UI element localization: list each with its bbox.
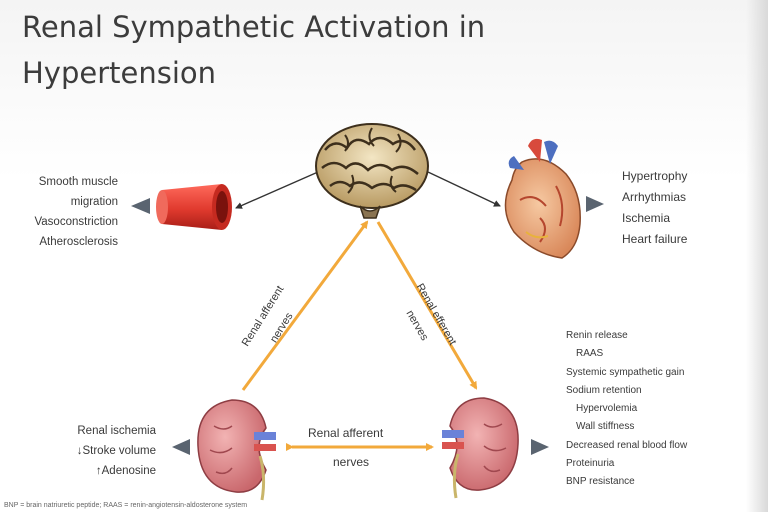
vessel-effects-list: Smooth muscle migration Vasoconstriction… bbox=[0, 172, 118, 252]
left-kidney-effects-list: Renal ischemia ↓Stroke volume ↑Adenosine bbox=[38, 421, 156, 481]
bottom-arrow-label-line-1: Renal afferent bbox=[308, 426, 384, 440]
list-item: Arrhythmias bbox=[622, 190, 687, 204]
list-item: Sodium retention bbox=[566, 384, 642, 396]
brain-to-vessel-arrow bbox=[235, 171, 319, 209]
list-item: Systemic sympathetic gain bbox=[566, 366, 685, 378]
list-item: Proteinuria bbox=[566, 458, 615, 470]
left-kidney-icon bbox=[197, 399, 276, 501]
bottom-arrow-label-line-2: nerves bbox=[333, 455, 370, 469]
list-item: Heart failure bbox=[622, 232, 688, 246]
right-kidney-icon bbox=[442, 397, 519, 499]
list-item: migration bbox=[70, 196, 118, 208]
heart-icon bbox=[504, 138, 581, 259]
list-item: Wall stiffness bbox=[576, 421, 635, 433]
brain-icon bbox=[315, 123, 429, 219]
heart-pointer bbox=[586, 196, 604, 212]
list-item: RAAS bbox=[576, 348, 604, 360]
list-item: Renal ischemia bbox=[77, 425, 156, 437]
right-kidney-pointer bbox=[531, 439, 549, 455]
right-kidney-effects-list: Renin release RAAS Systemic sympathetic … bbox=[566, 327, 687, 492]
list-item: Atherosclerosis bbox=[39, 236, 118, 248]
footnote: BNP = brain natriuretic peptide; RAAS = … bbox=[4, 502, 248, 509]
list-item: Smooth muscle bbox=[38, 176, 118, 188]
list-item: Vasoconstriction bbox=[34, 216, 118, 228]
right-edge-shade bbox=[746, 0, 768, 512]
list-item: ↓Stroke volume bbox=[76, 445, 156, 457]
heart-effects-list: Hypertrophy Arrhythmias Ischemia Heart f… bbox=[622, 166, 687, 250]
blood-vessel-icon bbox=[156, 184, 232, 230]
list-item: BNP resistance bbox=[566, 476, 635, 488]
title-line-2: Hypertension bbox=[22, 56, 217, 90]
brain-to-heart-arrow bbox=[427, 171, 501, 207]
title-line-1: Renal Sympathetic Activation in bbox=[22, 10, 486, 44]
list-item: Hypertrophy bbox=[622, 169, 688, 183]
left-kidney-pointer bbox=[172, 439, 190, 455]
list-item: Decreased renal blood flow bbox=[566, 439, 688, 451]
left-afferent-arrow bbox=[241, 220, 369, 391]
list-item: Renin release bbox=[566, 330, 628, 341]
list-item: Hypervolemia bbox=[576, 403, 638, 415]
list-item: ↑Adenosine bbox=[95, 465, 156, 477]
list-item: Ischemia bbox=[622, 211, 671, 225]
right-efferent-arrow bbox=[376, 221, 478, 390]
slide-title: Renal Sympathetic Activation in Hyperten… bbox=[22, 4, 582, 96]
vessel-pointer bbox=[131, 198, 150, 214]
